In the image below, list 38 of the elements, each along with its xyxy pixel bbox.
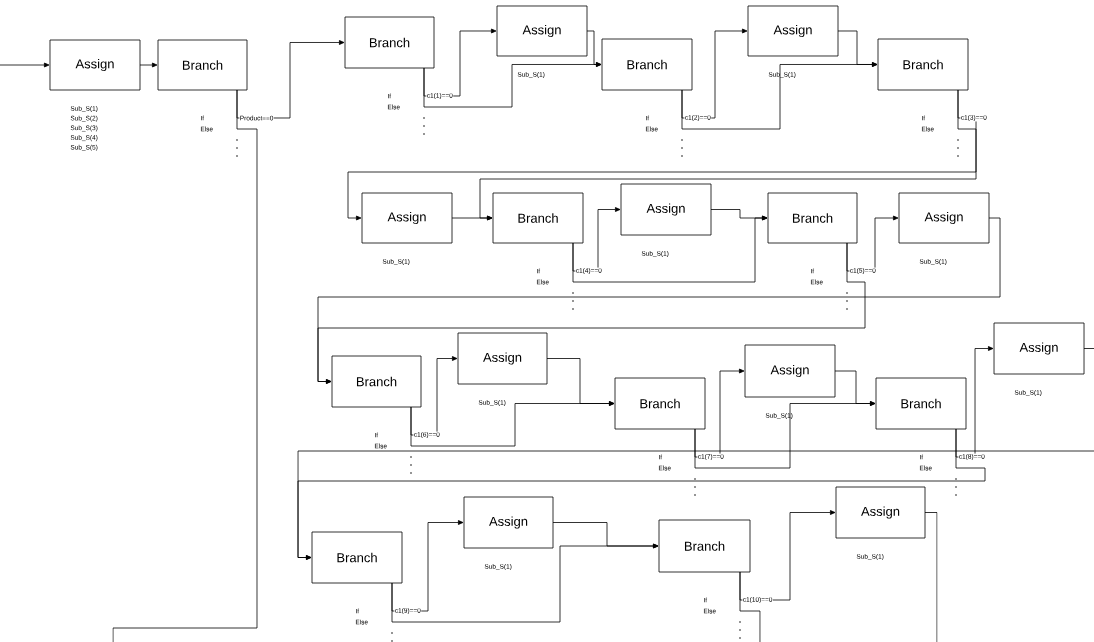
block-box: Assign	[747, 5, 839, 57]
block-box: Branch	[157, 39, 248, 91]
connector-line	[0, 62, 50, 68]
block-box: Branch	[331, 355, 422, 408]
connector-line	[586, 30, 602, 67]
block-box: Branch	[658, 519, 751, 573]
connector-line	[739, 571, 761, 642]
block-box: Assign	[457, 332, 548, 385]
block-box: Branch	[614, 377, 706, 430]
block-box: Branch	[311, 531, 403, 584]
block-box: Assign	[463, 496, 554, 549]
connector-line	[924, 512, 938, 642]
connector-line	[139, 62, 158, 68]
block-box: Assign	[744, 344, 836, 398]
block-box: Branch	[601, 38, 693, 91]
block-box: Branch	[492, 192, 584, 244]
connector-line	[834, 370, 876, 406]
block-box: Branch	[344, 16, 435, 69]
connector-line	[837, 30, 878, 67]
block-box: Assign	[496, 5, 588, 57]
connector-line	[552, 522, 659, 549]
connector-line	[297, 450, 1094, 560]
block-box: Branch	[875, 377, 967, 430]
connector-line	[317, 217, 1001, 384]
block-box: Assign	[835, 486, 926, 539]
block-box: Assign	[993, 322, 1085, 375]
block-box: Assign	[620, 183, 712, 236]
block-box: Branch	[767, 192, 858, 244]
block-box: Assign	[361, 192, 453, 244]
block-box: Assign	[49, 39, 141, 91]
connector-line	[955, 346, 994, 458]
connector-line	[112, 89, 258, 642]
connector-line	[451, 215, 493, 221]
connector-line	[546, 358, 615, 406]
connector-line	[710, 209, 768, 221]
block-box: Branch	[877, 38, 969, 91]
connector-line	[1083, 348, 1094, 349]
block-box: Assign	[898, 192, 990, 244]
